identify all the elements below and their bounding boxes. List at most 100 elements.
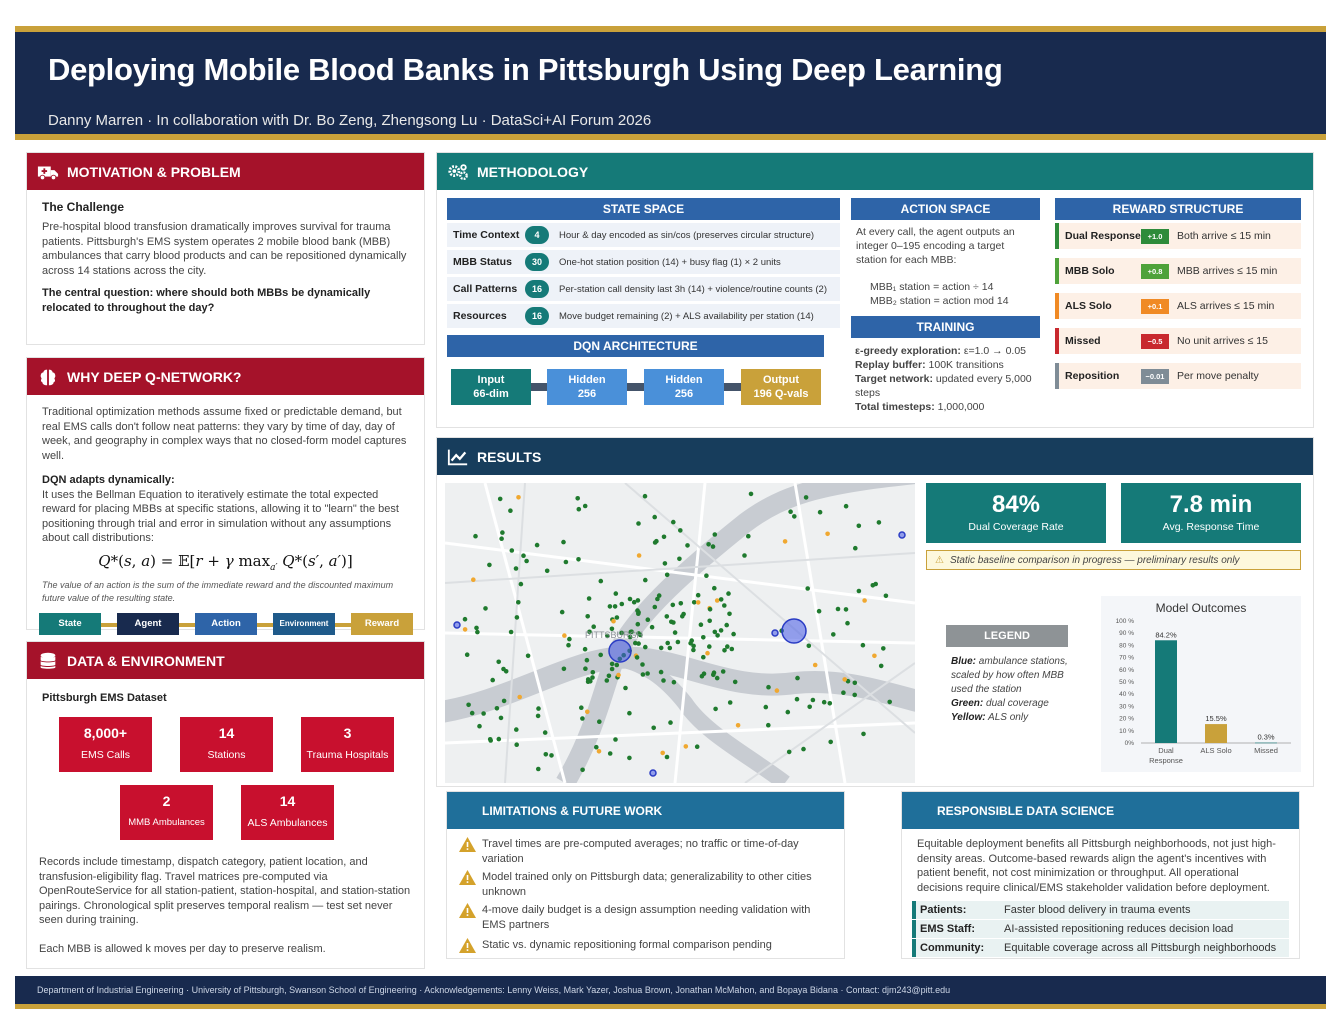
map-marker	[835, 606, 841, 612]
legend-title: LEGEND	[946, 625, 1068, 647]
map-marker	[794, 696, 800, 702]
map-marker	[591, 624, 596, 629]
map-marker	[640, 662, 645, 667]
station-marker[interactable]	[453, 621, 461, 629]
map-marker	[746, 533, 751, 539]
y-tick-label: 100 %	[1116, 618, 1135, 625]
map-marker	[805, 586, 810, 591]
map-marker	[766, 684, 771, 690]
map-marker	[658, 669, 664, 675]
map-marker	[685, 543, 690, 548]
map-marker	[713, 706, 718, 712]
map-marker	[667, 645, 673, 651]
map-marker	[680, 614, 685, 619]
data-title: DATA & ENVIRONMENT	[67, 652, 225, 669]
x-tick-label: ALS Solo	[1200, 746, 1231, 755]
map-marker	[579, 705, 584, 710]
map-marker	[609, 666, 615, 672]
motivation-body: Pre-hospital blood transfusion dramatica…	[42, 221, 407, 277]
action-body: At every call, the agent outputs an inte…	[856, 226, 1015, 266]
bar	[1155, 640, 1177, 743]
map-marker	[496, 736, 502, 742]
map-marker	[785, 709, 791, 715]
map-marker	[720, 669, 726, 674]
map-marker	[852, 680, 858, 686]
map-marker	[876, 520, 882, 525]
results-panel: RESULTS PITTSBURGH 84% Dual Coverage Rat…	[436, 437, 1314, 787]
map-marker	[534, 542, 540, 548]
map-marker	[469, 710, 475, 716]
map-marker	[587, 629, 592, 635]
dqn-body2: It uses the Bellman Equation to iterativ…	[42, 488, 399, 545]
map-marker	[807, 704, 812, 710]
map-marker	[706, 542, 711, 547]
station-marker[interactable]	[608, 639, 632, 663]
map-marker	[669, 619, 674, 625]
map-marker	[477, 723, 482, 729]
map-marker	[670, 602, 676, 608]
map-marker	[609, 626, 615, 632]
map-marker	[496, 659, 501, 665]
map-marker	[694, 744, 700, 749]
poster-header: Deploying Mobile Blood Banks in Pittsbur…	[15, 26, 1326, 140]
map-marker	[544, 568, 550, 574]
map-marker	[883, 593, 889, 599]
bar-value-label: 15.5%	[1205, 714, 1227, 723]
map-marker	[817, 509, 823, 515]
map-marker	[735, 723, 741, 728]
y-tick-label: 40 %	[1119, 691, 1134, 698]
map-marker	[543, 752, 549, 757]
map-marker	[498, 715, 504, 721]
map-marker	[821, 699, 827, 705]
station-marker[interactable]	[781, 618, 807, 644]
map-marker	[627, 710, 632, 716]
map-marker	[561, 539, 566, 545]
challenge-heading: The Challenge	[42, 200, 125, 214]
map-marker	[609, 661, 615, 667]
map-marker	[705, 650, 710, 656]
y-tick-label: 70 %	[1119, 655, 1134, 662]
map-marker	[841, 690, 846, 695]
map-marker	[872, 653, 877, 659]
map-marker	[825, 531, 830, 537]
action-space: ACTION SPACE At every call, the agent ou…	[851, 198, 1040, 308]
map-marker	[501, 666, 506, 672]
station-marker[interactable]	[649, 769, 657, 777]
methodology-header: METHODOLOGY	[437, 153, 1313, 190]
map-marker	[585, 709, 590, 715]
map-marker	[501, 698, 507, 704]
map-marker	[590, 675, 595, 680]
map-marker	[742, 553, 747, 558]
bar	[1255, 742, 1277, 744]
station-marker[interactable]	[898, 531, 906, 539]
map-marker	[677, 556, 682, 562]
map-marker	[699, 673, 705, 679]
map-marker	[845, 620, 850, 626]
map-marker	[727, 611, 732, 617]
map-marker	[612, 604, 618, 609]
map-marker	[763, 704, 769, 710]
map-marker	[878, 663, 884, 669]
station-marker[interactable]	[771, 629, 779, 637]
dqn-header: WHY DEEP Q-NETWORK?	[27, 358, 424, 395]
map-marker	[727, 700, 733, 705]
map-marker	[788, 509, 793, 514]
map-marker	[598, 578, 604, 584]
map-marker	[590, 670, 596, 675]
methodology-title: METHODOLOGY	[477, 163, 589, 180]
limitation-item: 4-move daily budget is a design assumpti…	[459, 903, 834, 932]
map-marker	[627, 596, 633, 602]
map-marker	[481, 711, 486, 716]
map-marker	[806, 643, 812, 649]
map-marker	[652, 514, 657, 520]
motivation-header: MOTIVATION & PROBLEM	[27, 153, 424, 190]
station-map[interactable]: PITTSBURGH	[445, 483, 915, 783]
architecture-header: DQN ARCHITECTURE	[447, 335, 824, 357]
map-marker	[559, 609, 565, 615]
